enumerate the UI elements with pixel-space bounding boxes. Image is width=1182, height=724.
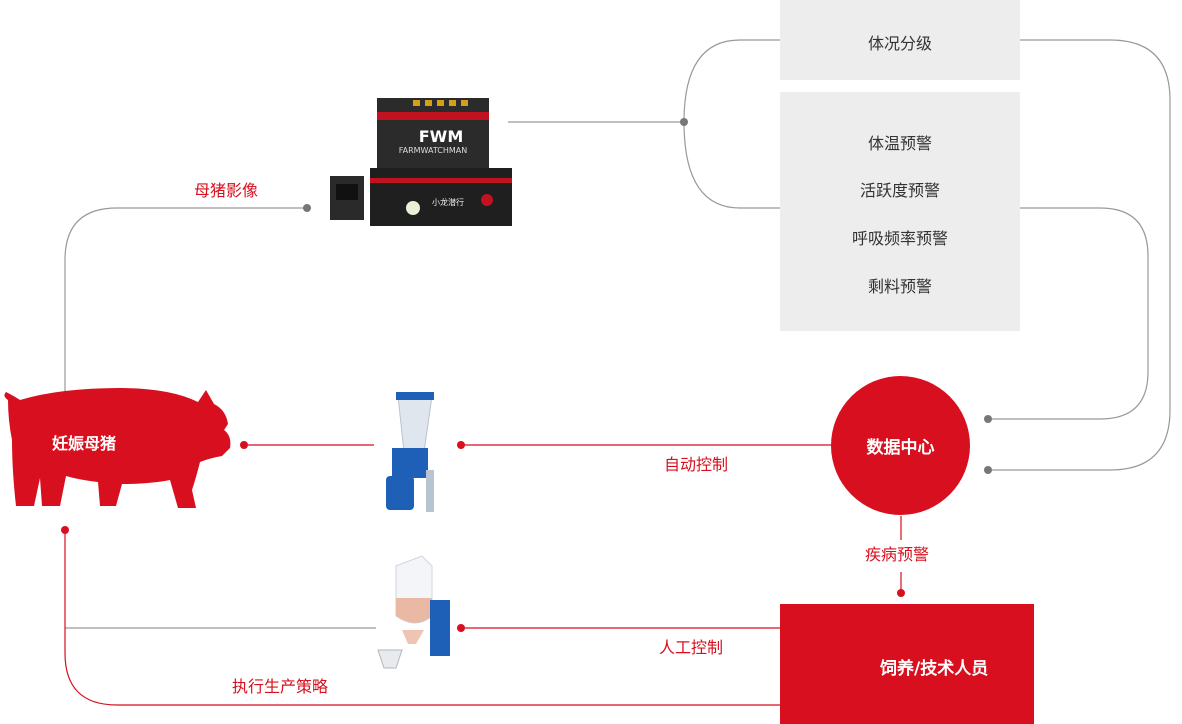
panel-item-feed-leftover-alert: 剩料预警 bbox=[867, 277, 932, 296]
camera-device-icon: FWM FARMWATCHMAN 小龙潜行 bbox=[330, 98, 512, 226]
sow-label: 妊娠母猪 bbox=[52, 434, 117, 453]
panel-alerts-to-datacenter-line bbox=[988, 207, 1149, 420]
auto-control-label: 自动控制 bbox=[664, 455, 729, 474]
staff-to-sow-line bbox=[64, 530, 780, 706]
panel-item-body-condition: 体况分级 bbox=[867, 34, 932, 53]
disease-warning-label: 疾病预警 bbox=[865, 545, 930, 564]
body-condition-panel: 体况分级 bbox=[780, 0, 1020, 80]
camera-logo: FWM bbox=[419, 127, 464, 146]
staff-label: 饲养/技术人员 bbox=[880, 659, 989, 679]
sow-image-label: 母猪影像 bbox=[194, 181, 259, 200]
camera-brand-text: FARMWATCHMAN bbox=[399, 146, 468, 155]
panels-left-loop bbox=[683, 39, 780, 209]
manual-dispenser-icon bbox=[377, 555, 450, 669]
manual-control-label: 人工控制 bbox=[659, 638, 724, 657]
alerts-panel: 体温预警 活跃度预警 呼吸频率预警 剩料预警 bbox=[780, 92, 1020, 331]
red-connectors bbox=[64, 444, 902, 706]
auto-feeder-icon bbox=[386, 392, 434, 512]
data-center-node: 数据中心 bbox=[831, 376, 970, 515]
panel-item-activity-alert: 活跃度预警 bbox=[859, 181, 940, 200]
panel-item-respiration-alert: 呼吸频率预警 bbox=[851, 229, 948, 248]
connector-dots bbox=[61, 118, 992, 632]
execute-strategy-label: 执行生产策略 bbox=[232, 677, 329, 696]
staff-node: 饲养/技术人员 bbox=[780, 604, 1034, 724]
data-center-label: 数据中心 bbox=[866, 438, 935, 458]
panel-top-to-datacenter-line bbox=[988, 39, 1171, 471]
sow-to-camera-line bbox=[64, 207, 307, 392]
camera-chinese-brand: 小龙潜行 bbox=[432, 197, 464, 207]
panel-item-temperature-alert: 体温预警 bbox=[867, 134, 932, 153]
pig-silhouette-icon bbox=[4, 388, 231, 508]
